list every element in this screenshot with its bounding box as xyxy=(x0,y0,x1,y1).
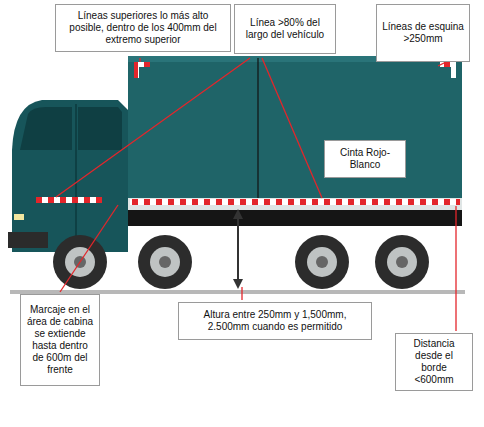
corner-marker-left xyxy=(134,62,150,78)
callout-text: Marcaje en el área de cabina se extiende… xyxy=(26,304,94,376)
callout-box: Líneas superiores lo más alto posible, d… xyxy=(55,4,231,52)
cab-windshield xyxy=(20,107,72,150)
chassis xyxy=(95,210,462,226)
callout-box: Línea >80% del largo del vehículo xyxy=(234,4,336,54)
cab-tape xyxy=(36,197,102,203)
side-tape xyxy=(130,199,460,205)
callout-text: Cinta Rojo-Blanco xyxy=(330,147,400,171)
height-arrow xyxy=(233,209,243,289)
callout-text: Línea >80% del largo del vehículo xyxy=(240,17,330,41)
callout-box: Líneas de esquina >250mm xyxy=(376,4,470,62)
callout-box: Altura entre 250mm y 1,500mm, 2.500mm cu… xyxy=(178,302,372,340)
callout-box: Marcaje en el área de cabina se extiende… xyxy=(20,294,100,386)
cab-window xyxy=(78,107,122,150)
leader-lines xyxy=(56,58,456,331)
cab xyxy=(12,100,128,252)
length-line xyxy=(257,58,258,198)
headlight xyxy=(14,214,24,220)
tape-label-box: Cinta Rojo-Blanco xyxy=(324,140,406,178)
callout-text: Altura entre 250mm y 1,500mm, 2.500mm cu… xyxy=(184,309,366,333)
callout-text: Distancia desde el borde <600mm xyxy=(401,338,467,386)
wheels xyxy=(53,235,429,289)
cargo-body xyxy=(128,56,462,198)
callout-text: Líneas superiores lo más alto posible, d… xyxy=(61,10,225,46)
bumper xyxy=(8,232,48,248)
cab-door xyxy=(75,104,77,240)
callout-box: Distancia desde el borde <600mm xyxy=(395,333,473,391)
body-skirt xyxy=(128,198,462,210)
callout-text: Líneas de esquina >250mm xyxy=(382,21,464,45)
